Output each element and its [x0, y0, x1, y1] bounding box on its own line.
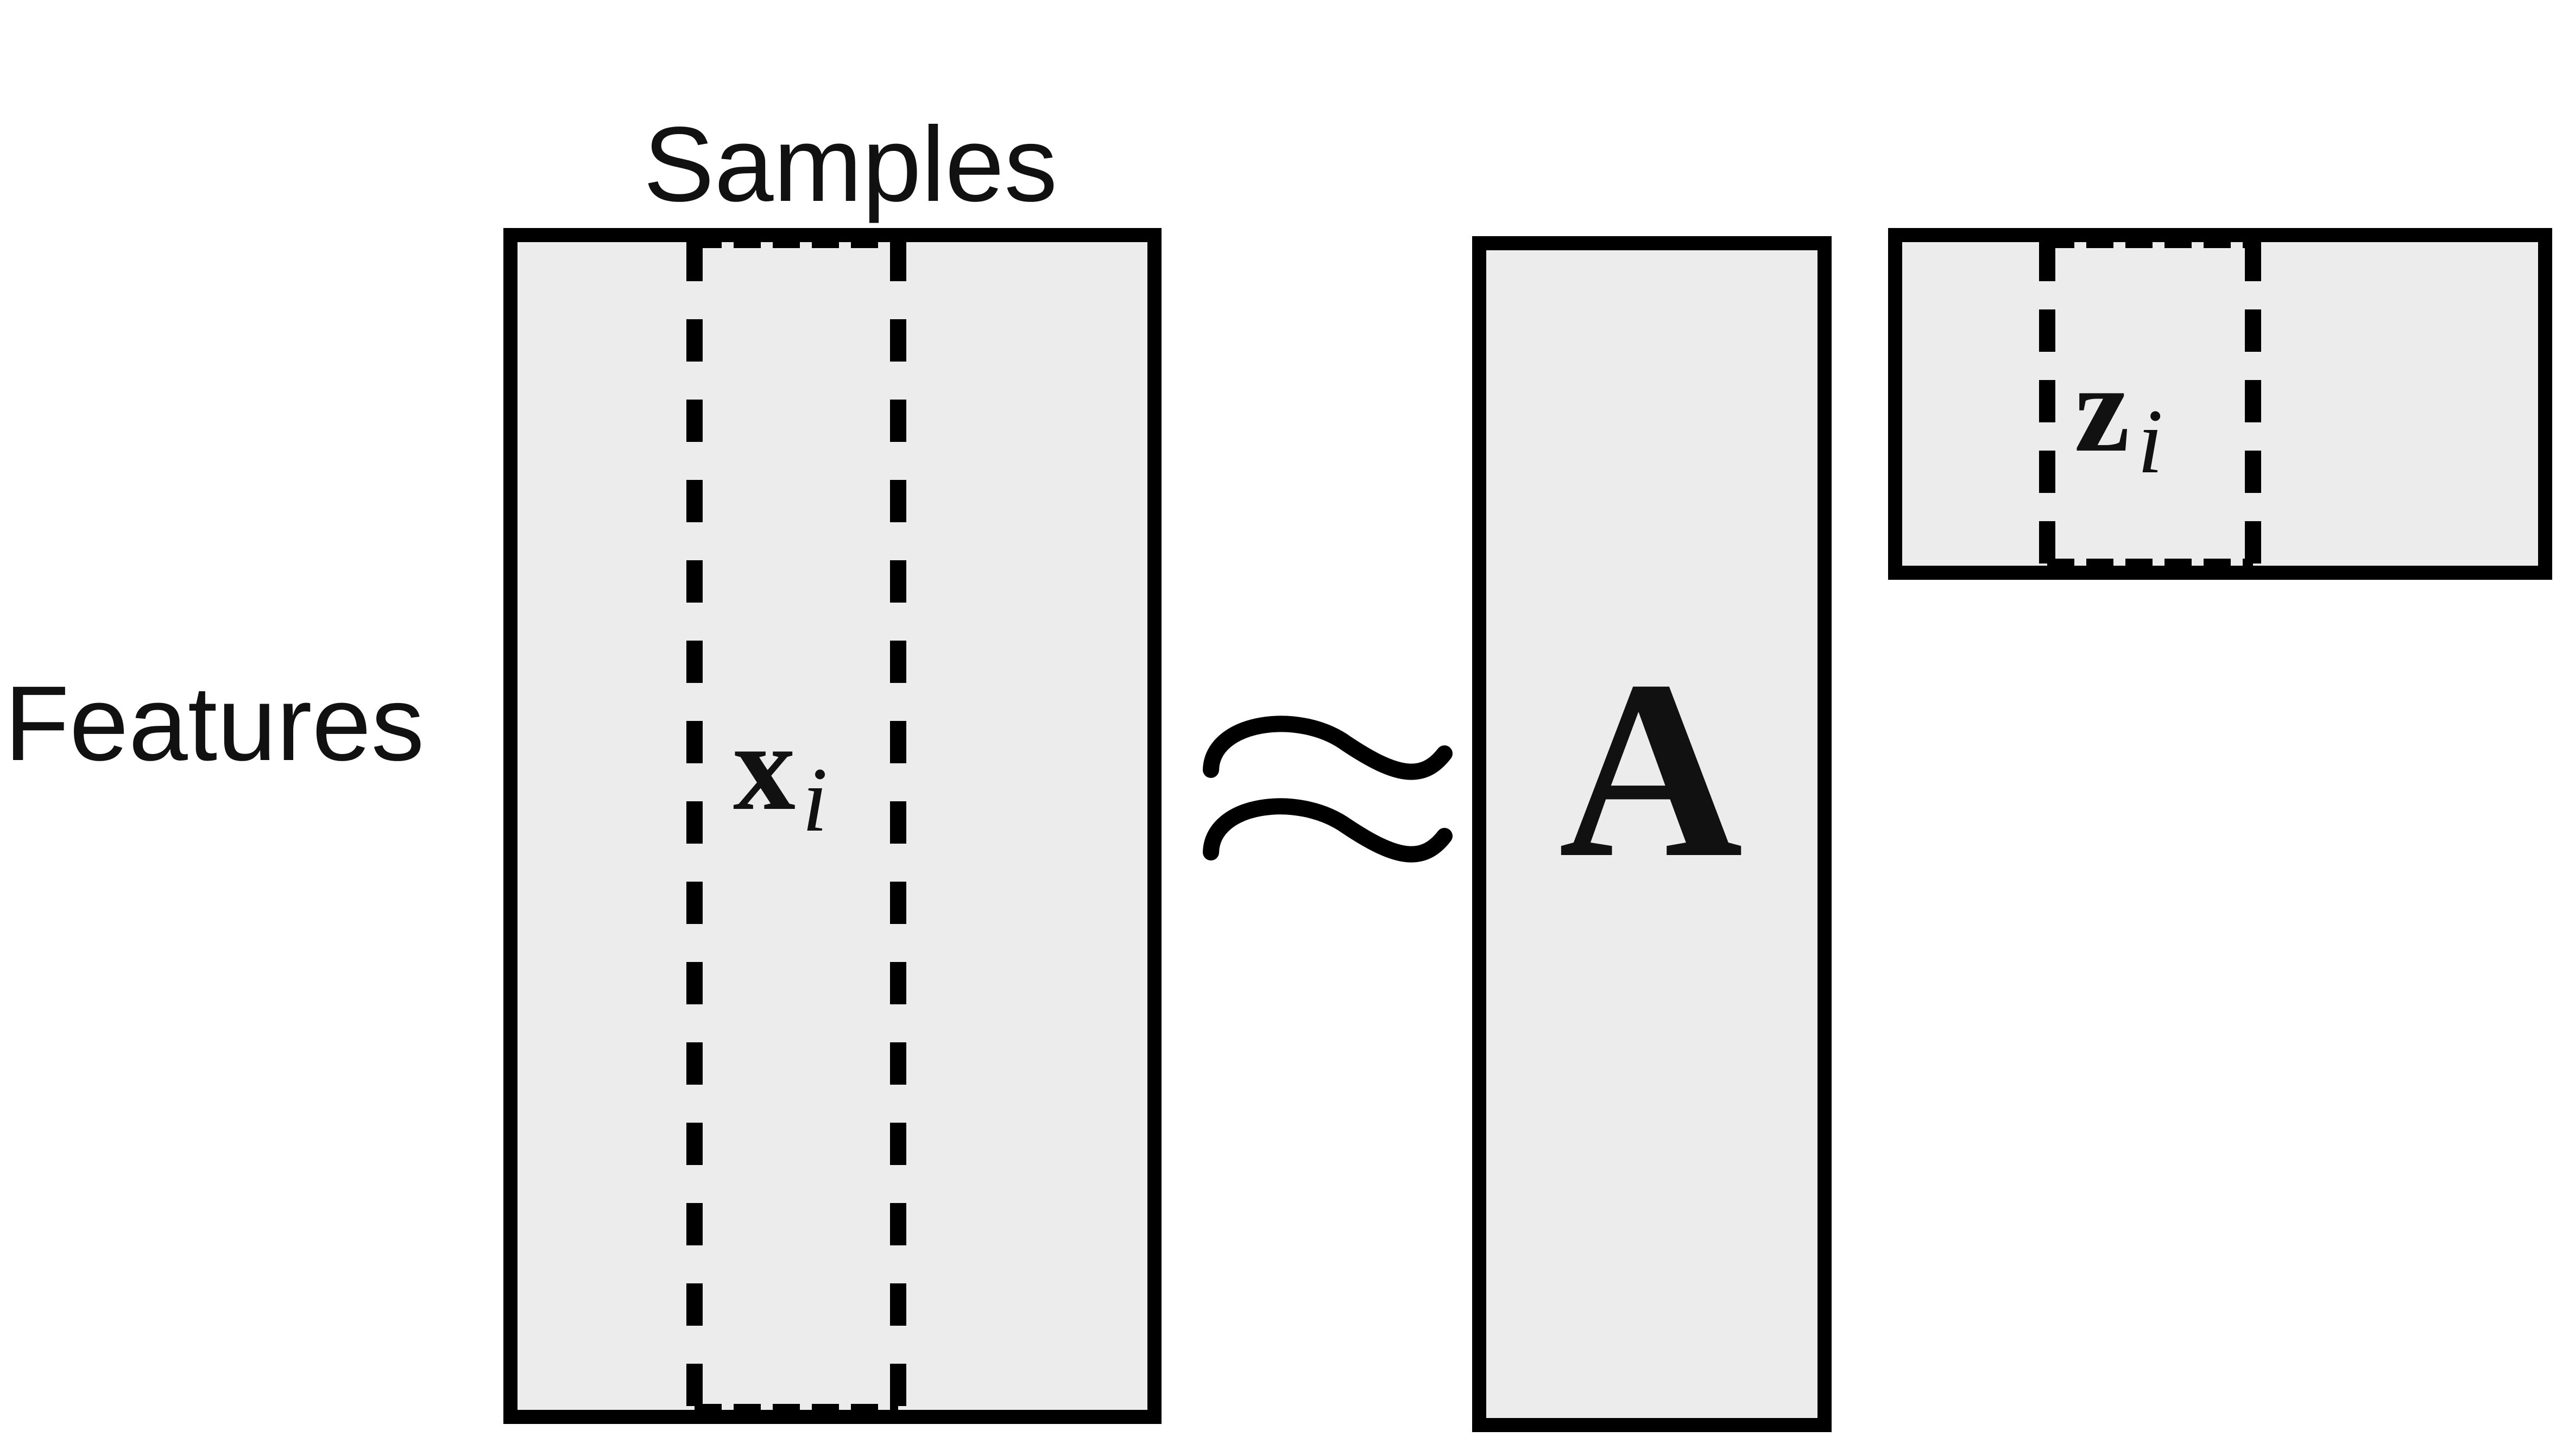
data-matrix: xi [503, 228, 1162, 1424]
factor-matrix-symbol: A [1558, 628, 1743, 910]
approx-upper-wave [1203, 716, 1453, 780]
features-label: Features [4, 664, 424, 783]
column-vector-label: xi [733, 698, 828, 851]
approx-equal-sign: ≈ [1203, 716, 1453, 863]
column-vector-symbol: x [733, 698, 796, 836]
code-matrix-rect [1888, 228, 2552, 580]
code-matrix: zi [1888, 228, 2552, 580]
factor-matrix-rect [1472, 236, 1832, 1432]
code-vector-label: zi [2074, 339, 2163, 492]
factor-matrix: A [1472, 236, 1832, 1432]
approx-lower-wave [1203, 798, 1453, 863]
code-vector-subscript: i [2137, 390, 2163, 492]
data-matrix-rect [503, 228, 1162, 1424]
column-vector-subscript: i [802, 749, 828, 851]
samples-label: Samples [643, 105, 1058, 224]
code-vector-symbol: z [2074, 339, 2130, 478]
